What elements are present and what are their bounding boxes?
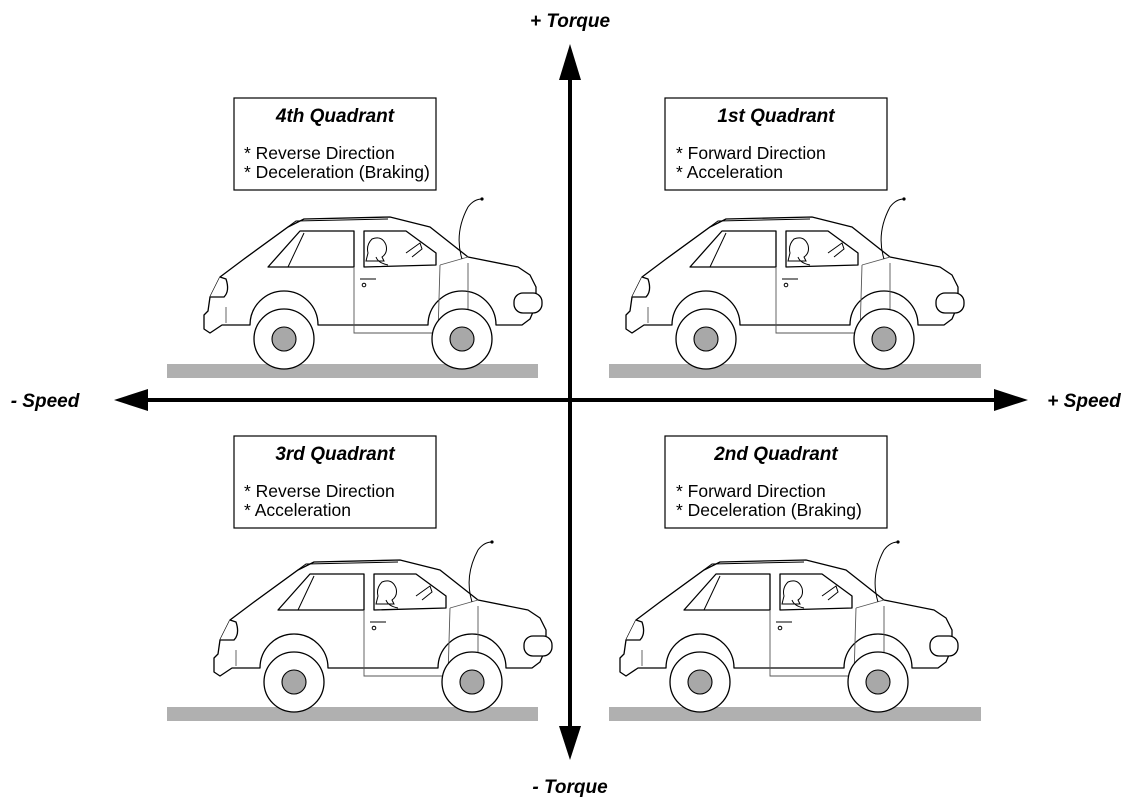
quadrant-4-line-1: * Reverse Direction (244, 143, 395, 163)
hatchback-car-icon (625, 196, 965, 370)
quadrant-2-box (664, 435, 888, 529)
hatchback-car-icon (213, 539, 553, 713)
quadrant-3-line-2: * Acceleration (244, 500, 351, 520)
road-strip (609, 364, 981, 378)
axis-label-top: + Torque (530, 11, 610, 32)
axis-label-left: - Speed (11, 391, 80, 412)
road-strip (167, 364, 538, 378)
quadrant-1-line-1: * Forward Direction (676, 143, 826, 163)
quadrant-4-line-2: * Deceleration (Braking) (244, 162, 430, 182)
road-strip (609, 707, 981, 721)
quadrant-2: 2nd Quadrant * Forward Direction * Decel… (609, 435, 981, 721)
axis-label-right: + Speed (1047, 391, 1121, 412)
hatchback-car-icon (203, 196, 543, 370)
quadrant-3: 3rd Quadrant * Reverse Direction * Accel… (167, 435, 553, 721)
quadrant-3-title: 3rd Quadrant (275, 444, 395, 465)
quadrant-1-title: 1st Quadrant (717, 106, 835, 127)
quadrant-2-title: 2nd Quadrant (713, 444, 838, 465)
quadrant-1-line-2: * Acceleration (676, 162, 783, 182)
quadrant-1: 1st Quadrant * Forward Direction * Accel… (609, 97, 981, 378)
arrow-right-icon (994, 389, 1028, 411)
road-strip (167, 707, 538, 721)
quadrant-2-line-1: * Forward Direction (676, 481, 826, 501)
quadrant-4-box (233, 97, 437, 191)
quadrant-1-box (664, 97, 888, 191)
quadrant-3-box (233, 435, 437, 529)
quadrant-4: 4th Quadrant * Reverse Direction * Decel… (167, 97, 543, 378)
quadrant-2-line-2: * Deceleration (Braking) (676, 500, 862, 520)
arrow-down-icon (559, 726, 581, 760)
axes: + Torque - Torque - Speed + Speed (11, 11, 1121, 798)
arrow-up-icon (559, 44, 581, 80)
axis-label-bottom: - Torque (532, 777, 608, 798)
quadrant-3-line-1: * Reverse Direction (244, 481, 395, 501)
hatchback-car-icon (619, 539, 959, 713)
quadrant-4-title: 4th Quadrant (275, 106, 395, 127)
arrow-left-icon (114, 389, 148, 411)
